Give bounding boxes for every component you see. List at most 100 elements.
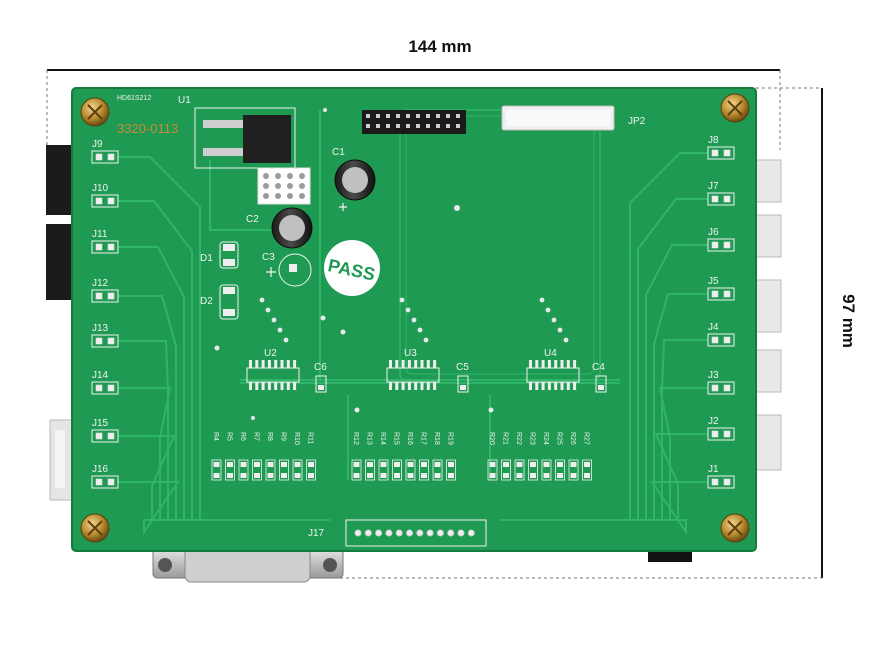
- svg-text:R24: R24: [542, 432, 549, 445]
- resistor-r26: R26: [568, 432, 579, 481]
- connector-label: J8: [708, 135, 719, 146]
- c6-label: C6: [314, 362, 327, 373]
- connector-j5: J5: [707, 276, 735, 301]
- resistor-r4: R4: [211, 432, 222, 481]
- resistor-r12: R12: [351, 432, 362, 481]
- voltage-regulator: [194, 107, 296, 169]
- resistor-r10: R10: [292, 432, 303, 481]
- resistor-r14: R14: [378, 432, 389, 481]
- j17-header: [345, 519, 487, 547]
- resistor-r5: R5: [225, 432, 235, 481]
- capacitor-c5: [457, 375, 469, 393]
- resistor-r18: R18: [432, 432, 443, 481]
- svg-text:R11: R11: [307, 432, 314, 444]
- connector-j2: J2: [707, 416, 735, 441]
- resistor-r11: R11: [306, 432, 316, 481]
- height-dimension: 97 mm: [340, 87, 858, 579]
- width-label: 144 mm: [408, 37, 471, 56]
- c4-label: C4: [592, 362, 605, 373]
- connector-j6: J6: [707, 227, 735, 252]
- svg-text:R13: R13: [366, 432, 373, 445]
- connector-label: J15: [92, 418, 109, 429]
- resistor-r9: R9: [279, 432, 289, 481]
- width-dimension: 144 mm: [46, 37, 781, 150]
- resistor-r16: R16: [405, 432, 416, 481]
- connector-label: J5: [708, 276, 719, 287]
- resistor-r13: R13: [365, 432, 375, 481]
- connector-label: J6: [708, 227, 719, 238]
- connector-label: J11: [92, 229, 108, 240]
- resistor-r6: R6: [238, 432, 249, 481]
- vias: [214, 108, 494, 420]
- jp2-label: JP2: [628, 116, 646, 127]
- svg-text:R19: R19: [447, 432, 454, 445]
- c3-label: C3: [262, 252, 275, 263]
- u1-label: U1: [178, 95, 191, 106]
- connector-j11: J11: [91, 229, 119, 254]
- connector-j1: J1: [707, 464, 735, 489]
- d1-label: D1: [200, 253, 213, 264]
- resistor-r24: R24: [541, 432, 552, 481]
- d2-label: D2: [200, 296, 213, 307]
- connector-label: J9: [92, 139, 103, 150]
- connector-j8: J8: [707, 135, 735, 160]
- part-number: 3320-0113: [117, 121, 178, 136]
- svg-text:R14: R14: [379, 432, 386, 445]
- right-edge-connectors: [754, 159, 782, 471]
- connector-j13: J13: [91, 323, 119, 348]
- mounting-screws: [80, 93, 750, 543]
- connector-label: J12: [92, 278, 109, 289]
- j17-label: J17: [308, 528, 325, 539]
- resistor-r15: R15: [392, 432, 402, 481]
- capacitor-c6: [315, 375, 327, 393]
- resistor-r27: R27: [582, 432, 592, 481]
- svg-text:R20: R20: [488, 432, 495, 445]
- resistor-r19: R19: [446, 432, 456, 481]
- diode-d1: [219, 241, 239, 269]
- connector-label: J16: [92, 464, 109, 475]
- ic-u3: [386, 297, 440, 390]
- connector-label: J13: [92, 323, 109, 334]
- resistor-r25: R25: [555, 432, 565, 481]
- svg-text:R4: R4: [212, 432, 219, 441]
- connector-j9: J9: [91, 139, 119, 164]
- resistor-r22: R22: [514, 432, 525, 481]
- c1-label: C1: [332, 147, 345, 158]
- capacitor-c2: [271, 207, 313, 249]
- connector-j12: J12: [91, 278, 119, 303]
- capacitor-c4: [595, 375, 607, 393]
- svg-text:R5: R5: [226, 432, 233, 441]
- ic-u4: [526, 297, 580, 390]
- connector-label: J2: [708, 416, 719, 427]
- height-label: 97 mm: [839, 294, 858, 348]
- connector-j15: J15: [91, 418, 119, 443]
- capacitor-c3: [266, 253, 312, 287]
- pin-header-2x10: [362, 110, 466, 134]
- svg-text:R17: R17: [420, 432, 427, 445]
- resistor-r21: R21: [501, 432, 511, 481]
- model-label: HD61S212: [117, 95, 151, 102]
- svg-text:R6: R6: [239, 432, 246, 441]
- connector-label: J14: [92, 370, 109, 381]
- resistor-r8: R8: [265, 432, 276, 481]
- svg-text:R22: R22: [515, 432, 522, 445]
- diode-d2: [219, 284, 239, 320]
- connector-j16: J16: [91, 464, 119, 489]
- svg-text:R12: R12: [352, 432, 359, 445]
- svg-text:R21: R21: [502, 432, 509, 445]
- u4-label: U4: [544, 348, 557, 359]
- svg-text:R9: R9: [280, 432, 287, 441]
- svg-text:R25: R25: [556, 432, 563, 445]
- svg-text:R16: R16: [406, 432, 413, 445]
- connector-j3: J3: [707, 370, 735, 395]
- connector-j14: J14: [91, 370, 119, 395]
- connector-label: J10: [92, 183, 109, 194]
- connector-j4: J4: [707, 322, 735, 347]
- svg-text:R10: R10: [293, 432, 300, 445]
- resistor-r20: R20: [487, 432, 498, 481]
- resistor-r7: R7: [252, 432, 262, 481]
- fan-out-traces: [118, 152, 708, 536]
- resistor-r17: R17: [419, 432, 429, 481]
